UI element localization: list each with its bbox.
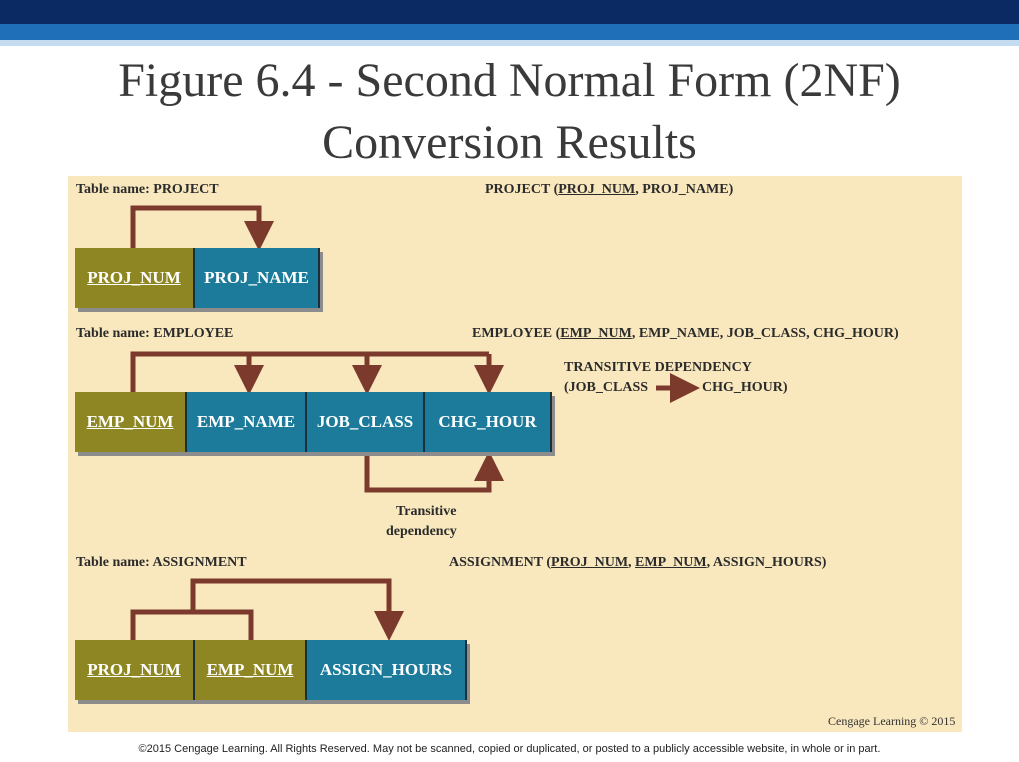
- transitive-note-line1: Transitive: [396, 504, 457, 519]
- footer-copyright: ©2015 Cengage Learning. All Rights Reser…: [138, 743, 881, 755]
- employee-schema-rest: , EMP_NAME, JOB_CLASS, CHG_HOUR): [631, 326, 899, 341]
- project-schema-key: PROJ_NUM: [558, 182, 636, 197]
- assignment-schema-key1: PROJ_NUM: [551, 555, 629, 570]
- assignment-schema: ASSIGNMENT (PROJ_NUM, EMP_NUM, ASSIGN_HO…: [449, 555, 826, 571]
- transitive-legend-title: TRANSITIVE DEPENDENCY: [564, 360, 752, 375]
- project-dependency-arrow: [130, 205, 274, 251]
- employee-cell-chg-hour: CHG_HOUR: [425, 392, 552, 452]
- project-schema-prefix: PROJECT (: [485, 182, 559, 197]
- project-cell-proj-name-label: PROJ_NAME: [204, 268, 309, 287]
- header-bar-dark: [0, 0, 1019, 24]
- transitive-legend-from: (JOB_CLASS: [564, 380, 649, 395]
- employee-cell-emp-name: EMP_NAME: [187, 392, 307, 452]
- transitive-dependency-arrow: [364, 451, 504, 493]
- employee-schema-prefix: EMPLOYEE (: [472, 326, 561, 341]
- employee-cell-chg-hour-label: CHG_HOUR: [438, 412, 537, 431]
- header-bar-light: [0, 40, 1019, 46]
- employee-cell-job-class: JOB_CLASS: [307, 392, 425, 452]
- assignment-schema-key2: EMP_NUM: [635, 555, 707, 570]
- project-cell-proj-name: PROJ_NAME: [195, 248, 320, 308]
- transitive-legend-to: CHG_HOUR): [702, 380, 788, 395]
- slide-title-line2: Conversion Results: [322, 116, 697, 169]
- assignment-cell-proj-num: PROJ_NUM: [75, 640, 195, 700]
- assignment-cell-assign-hours: ASSIGN_HOURS: [307, 640, 467, 700]
- header-bar-blue: [0, 24, 1019, 40]
- employee-cell-emp-name-label: EMP_NAME: [196, 412, 296, 431]
- assignment-cell-assign-hours-label: ASSIGN_HOURS: [319, 660, 453, 679]
- assignment-schema-sep: ,: [628, 555, 636, 570]
- employee-cell-emp-num-label: EMP_NUM: [86, 412, 174, 431]
- project-table-label: Table name: PROJECT: [76, 182, 219, 197]
- slide-title-line1: Figure 6.4 - Second Normal Form (2NF): [118, 54, 901, 107]
- employee-cell-emp-num: EMP_NUM: [75, 392, 187, 452]
- employee-dependency-line: [130, 351, 489, 392]
- project-schema: PROJECT (PROJ_NUM, PROJ_NAME): [485, 182, 733, 198]
- employee-schema-key: EMP_NUM: [560, 326, 632, 341]
- assignment-cell-proj-num-label: PROJ_NUM: [87, 660, 181, 679]
- assignment-schema-rest: , ASSIGN_HOURS): [706, 555, 827, 570]
- assignment-schema-prefix: ASSIGNMENT (: [449, 555, 552, 570]
- assignment-dependency-arrow: [190, 578, 404, 641]
- project-cell-proj-num: PROJ_NUM: [75, 248, 195, 308]
- panel-credit: Cengage Learning © 2015: [828, 714, 956, 728]
- employee-table-label: Table name: EMPLOYEE: [76, 326, 234, 341]
- employee-cell-job-class-label: JOB_CLASS: [316, 412, 414, 431]
- assignment-cell-emp-num-label: EMP_NUM: [206, 660, 294, 679]
- assignment-composite-key-line: [130, 609, 254, 640]
- transitive-note-line2: dependency: [386, 524, 457, 539]
- assignment-cell-emp-num: EMP_NUM: [195, 640, 307, 700]
- employee-schema: EMPLOYEE (EMP_NUM, EMP_NAME, JOB_CLASS, …: [472, 326, 899, 342]
- project-schema-rest: , PROJ_NAME): [635, 182, 734, 197]
- project-cell-proj-num-label: PROJ_NUM: [87, 268, 181, 287]
- assignment-table-label: Table name: ASSIGNMENT: [76, 555, 247, 570]
